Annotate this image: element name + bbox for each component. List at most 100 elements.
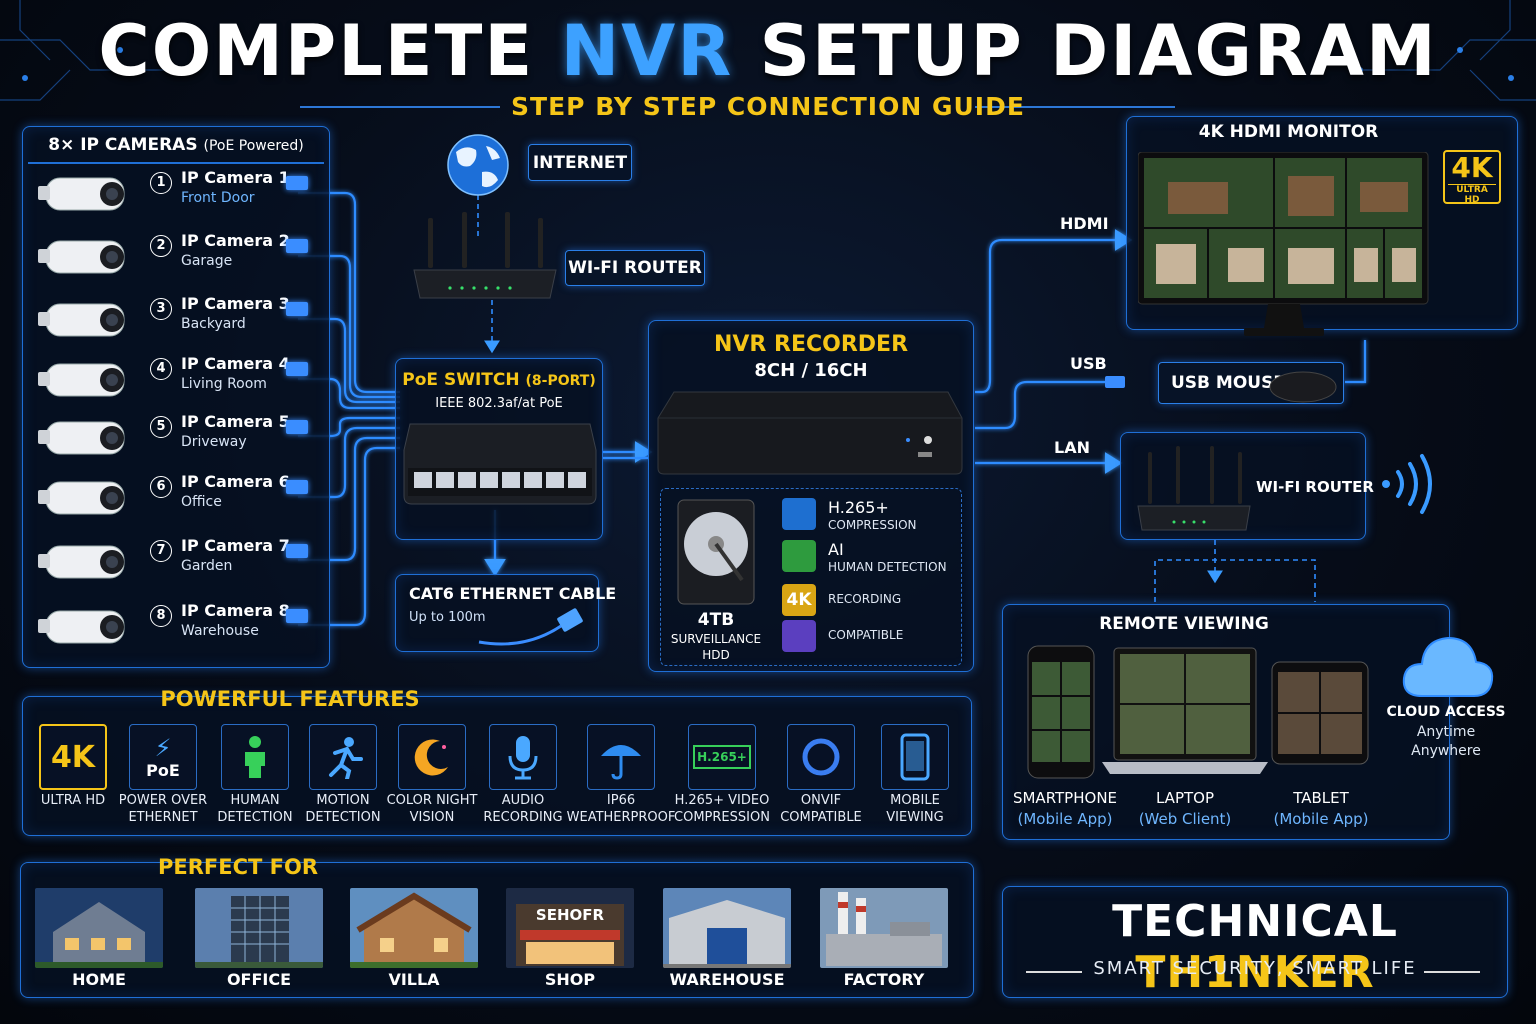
globe-icon [447,134,509,196]
device-sub: (Mobile App) [1273,810,1369,828]
place-label: HOME [72,970,126,989]
place-image-shop: SEHOFR [506,888,634,968]
spec-icon [782,540,816,572]
features-title: POWERFUL FEATURES [160,687,420,711]
place-label: VILLA [388,970,440,989]
rj45-connector-icon [286,480,308,494]
feature-label: MOBILE VIEWING [886,793,944,825]
spec-subtitle: RECORDING [828,592,902,606]
poe-switch-title: PoE SWITCH (8-PORT) [402,370,596,390]
subtitle-line-right [975,106,1175,108]
cable-sub: Up to 100m [409,610,486,625]
poe-icon: ⚡PoE [129,724,197,790]
camera-name: IP Camera 1 [181,168,290,187]
feature-label: HUMAN DETECTION [217,793,293,825]
subtitle-line-left [300,106,500,108]
device-name: LAPTOP [1155,789,1215,807]
wifi-signal-icon [1382,454,1432,514]
camera-number: 5 [150,416,172,438]
brand-panel [1002,886,1508,998]
router-top-label: WI-FI ROUTER [565,250,705,286]
place-label: SHOP [544,970,596,989]
device-sub: (Web Client) [1138,810,1232,828]
camera-location: Warehouse [181,623,259,639]
mobile-icon [881,724,949,790]
feature-label: MOTION DETECTION [305,793,381,825]
nvr-specs-box [660,488,962,666]
camera-number: 2 [150,235,172,257]
camera-location: Front Door [181,190,255,206]
place-image-home [35,888,163,968]
spec-icon [782,620,816,652]
spec-icon: 4K [782,584,816,616]
camera-location: Garage [181,253,233,269]
poe-switch-device [403,423,597,505]
camera-name: IP Camera 6 [181,472,290,491]
feature-label: COLOR NIGHT VISION [386,793,478,825]
camera-row: 1 IP Camera 1 Front Door [36,164,316,222]
ip-camera-icon [38,177,125,211]
ultra-hd-badge: 4K ULTRA HD [1443,150,1501,205]
camera-name: IP Camera 3 [181,294,290,313]
cameras-header-divider [28,162,324,164]
router-right-label: WI-FI ROUTER [1256,478,1374,496]
lan-label: LAN [1054,438,1090,457]
nvr-device [657,391,963,475]
camera-location: Office [181,494,222,510]
umbrella-icon [587,724,655,790]
spec-subtitle: HUMAN DETECTION [828,560,947,574]
ip-camera-icon [38,481,125,515]
remote-device-label: TABLET(Mobile App) [1262,788,1380,830]
rj45-connector-icon [286,544,308,558]
feature-label: H.265+ VIDEO COMPRESSION [674,793,770,825]
camera-location: Garden [181,558,233,574]
feature-label: IP66 WEATHERPROOF [566,793,676,825]
spec-icon [782,498,816,530]
place-image-office [195,888,323,968]
device-sub: (Mobile App) [1017,810,1113,828]
ip-camera-icon [38,303,125,337]
human-icon [221,724,289,790]
cable-panel [395,574,599,652]
place-label: WAREHOUSE [669,970,785,989]
feature-label: ULTRA HD [40,793,106,808]
camera-number: 7 [150,540,172,562]
poe-switch-standard: IEEE 802.3af/at PoE [435,396,563,411]
nvr-channels: 8CH / 16CH [754,360,868,381]
camera-location: Backyard [181,316,246,332]
rj45-connector-icon [286,302,308,316]
ip-camera-icon [38,421,125,455]
hdd-icon [677,499,755,605]
hdmi-label: HDMI [1060,214,1109,233]
smartphone-icon [1027,645,1095,779]
spec-subtitle: COMPATIBLE [828,628,904,642]
monitor-title: 4K HDMI MONITOR [1198,122,1379,142]
camera-number: 4 [150,358,172,380]
microphone-icon [489,724,557,790]
rj45-connector-icon [286,362,308,376]
cameras-header: 8× IP CAMERAS (PoE Powered) [48,135,304,155]
ip-camera-icon [38,545,125,579]
tagline-line-right [1424,971,1480,973]
camera-number: 8 [150,605,172,627]
page-subtitle: STEP BY STEP CONNECTION GUIDE [511,92,1025,121]
camera-number: 6 [150,476,172,498]
hdd-line2: HDD [702,648,730,662]
tagline-line-left [1026,971,1082,973]
cable-title: CAT6 ETHERNET CABLE [409,584,617,603]
camera-number: 1 [150,172,172,194]
mouse-icon [1269,371,1337,403]
internet-label: INTERNET [528,144,632,181]
router-icon [413,212,557,299]
running-person-icon [309,724,377,790]
feature-label: AUDIO RECORDING [483,793,563,825]
place-label: OFFICE [226,970,292,989]
laptop-icon [1102,647,1268,774]
camera-location: Living Room [181,376,267,392]
